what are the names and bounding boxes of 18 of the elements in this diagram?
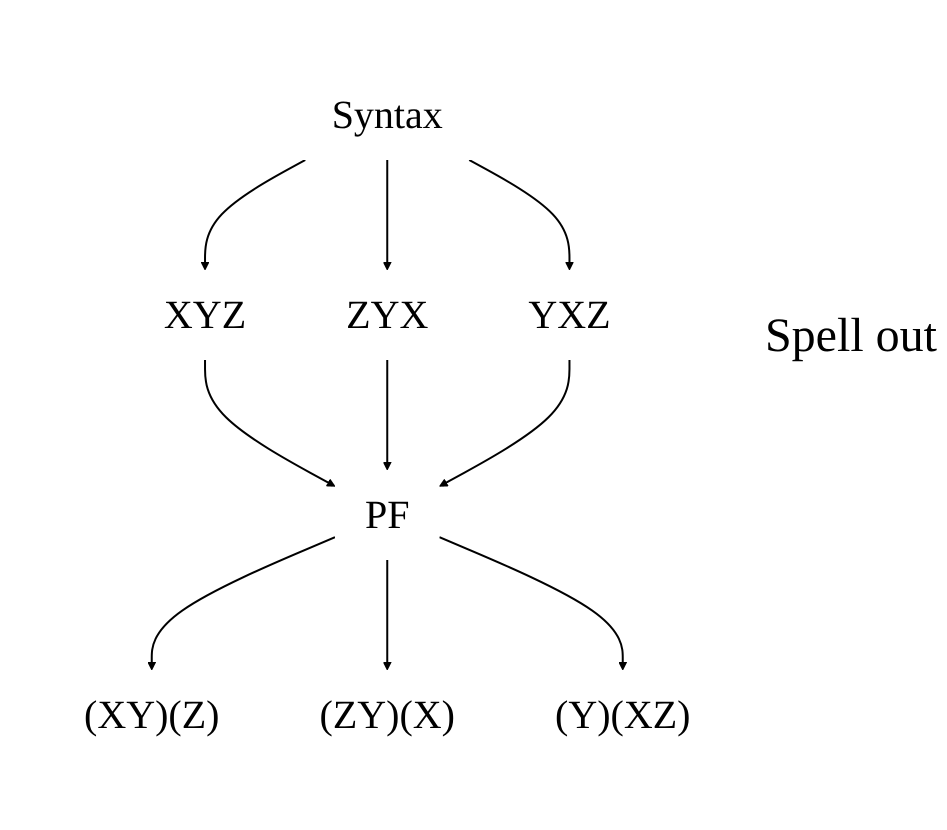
arrow [469, 159, 574, 270]
node-text: (ZY)(X) [320, 692, 456, 737]
node-text: Syntax [332, 92, 444, 137]
arrow [204, 360, 336, 487]
node-text: YXZ [528, 292, 611, 337]
node-text: PF [365, 492, 410, 537]
arrow [148, 536, 336, 670]
arrow [383, 360, 392, 470]
arrow [200, 159, 306, 270]
arrow [439, 536, 628, 670]
node-text: (XY)(Z) [84, 692, 220, 737]
arrow [383, 160, 392, 270]
node-text: ZYX [346, 292, 429, 337]
node-text: (Y)(XZ) [555, 692, 691, 737]
node-text: XYZ [164, 292, 246, 337]
side-label: Spell out [764, 308, 937, 362]
arrow [439, 360, 571, 487]
arrow [383, 560, 392, 670]
